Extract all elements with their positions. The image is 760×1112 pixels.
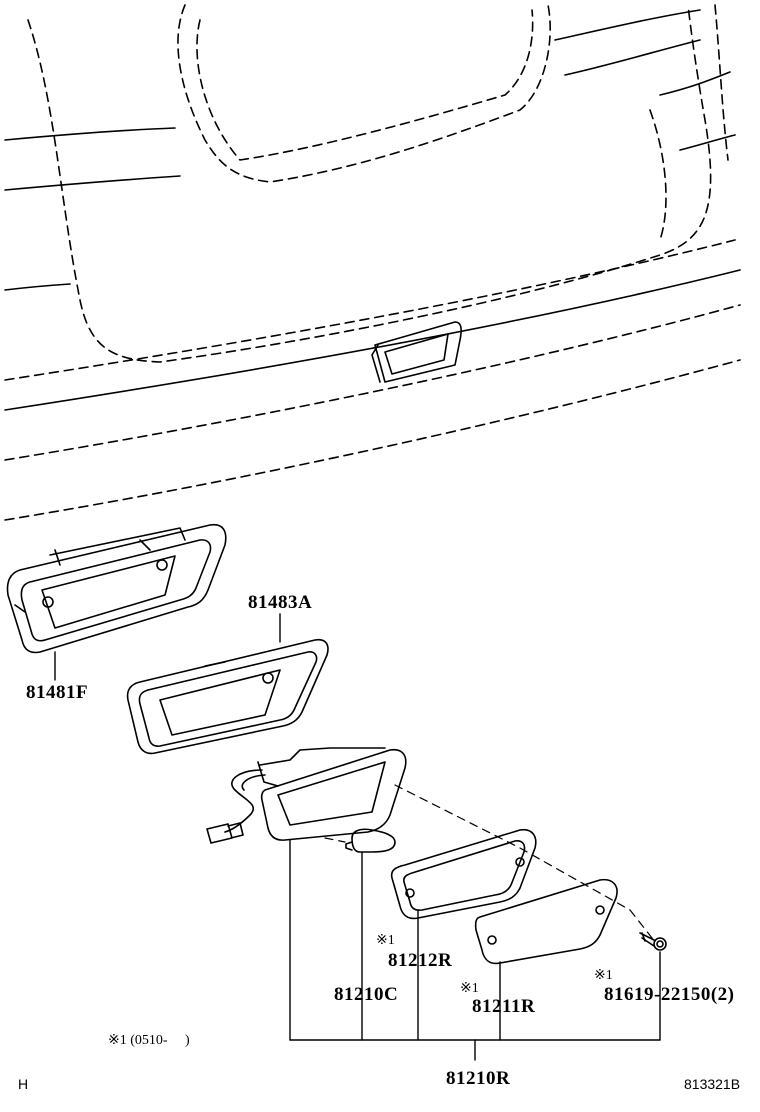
variant-mark-81211R: ※1 [460, 981, 479, 996]
part-81210C-housing [206, 747, 407, 853]
label-81210C: 81210C [334, 984, 399, 1005]
figure-code: 813321B [684, 1076, 741, 1092]
footnote: ※1 (0510- ) [108, 1033, 190, 1048]
part-81211R-lens [474, 878, 618, 965]
label-81483A: 81483A [248, 592, 313, 613]
vehicle-rear-outline [4, 4, 741, 521]
variant-mark-81619: ※1 [594, 968, 613, 983]
alignment-lines [324, 784, 653, 939]
leader-lines [54, 613, 661, 1061]
part-81481F-bezel [6, 523, 227, 654]
part-81619-screw [639, 932, 667, 951]
variant-mark-81212R: ※1 [376, 933, 395, 948]
label-81211R: 81211R [472, 996, 536, 1017]
lamp-on-vehicle [371, 321, 462, 383]
part-81212R-gasket [390, 828, 537, 920]
label-81481F: 81481F [26, 682, 89, 703]
vehicle-body-lines [4, 9, 741, 411]
label-81212R: 81212R [388, 950, 453, 971]
label-81619-22150: 81619-22150(2) [604, 984, 735, 1005]
label-81210R: 81210R [446, 1068, 511, 1089]
part-81483A-frame [126, 638, 329, 755]
corner-code: H [18, 1076, 29, 1092]
